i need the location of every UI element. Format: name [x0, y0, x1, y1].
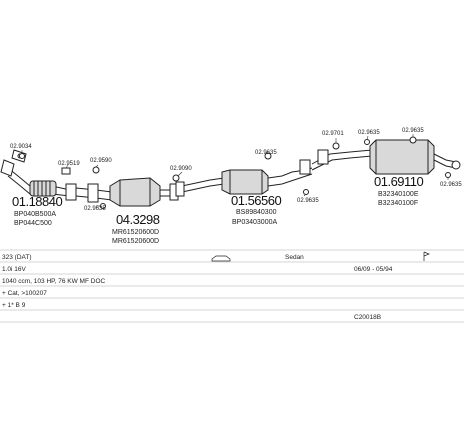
note-cell: + 1* B 9 — [2, 302, 26, 309]
table-row: + 1* B 9 — [2, 302, 26, 309]
gasket-icon — [364, 139, 370, 145]
flag-icon — [423, 251, 430, 261]
small-part-label: 02.9635 — [255, 150, 277, 156]
middle-silencer-part — [175, 159, 313, 197]
part-code: MR61520600D — [112, 238, 159, 245]
small-part-label: 02.9635 — [440, 182, 462, 188]
exhaust-assembly: 02.9034 02.9519 02.9590 02.9635 02.9090 … — [0, 128, 462, 245]
small-part-label: 02.9034 — [10, 144, 32, 150]
part-code: BP03403000A — [232, 219, 277, 226]
engine-cell: 1.0i 16V — [2, 266, 27, 273]
catalytic-converter-part — [75, 177, 179, 207]
small-part-label: 02.9635 — [358, 130, 380, 136]
gasket-icon — [19, 153, 25, 159]
table-row: 1.0i 16V 06/09 - 05/94 — [2, 266, 393, 273]
note-cell: + Cat, >100207 — [2, 290, 47, 297]
part-number: 01.56560 — [231, 193, 281, 208]
small-part-labels: 02.9034 02.9519 02.9590 02.9635 02.9090 … — [10, 128, 462, 212]
small-part-label: 02.9635 — [84, 206, 106, 212]
vehicle-info-table: 323 (DAT) Sedan 1.0i 16V 06/09 - 05/94 1… — [0, 249, 464, 323]
rubber-mount-icon — [332, 142, 340, 150]
small-part-label: 02.9519 — [58, 161, 80, 167]
car-body-icon — [211, 255, 231, 262]
small-part-label: 02.9635 — [402, 128, 424, 134]
part-code: BP040B500A — [14, 211, 56, 218]
rubber-mount-icon — [172, 174, 180, 182]
rubber-mount-icon — [409, 136, 417, 144]
table-row: 1040 ccm, 103 HP, 76 KW MF DOC — [2, 278, 105, 285]
leader-lines — [21, 134, 449, 207]
small-part-label: 02.9635 — [297, 198, 319, 204]
clamp-icon — [61, 167, 71, 175]
gasket-icon — [445, 172, 451, 178]
reference-cell: C20018B — [354, 314, 381, 321]
part-number: 01.18840 — [12, 194, 62, 209]
table-row: + Cat, >100207 — [2, 290, 47, 297]
gasket-icon — [264, 152, 272, 160]
rear-silencer-part — [311, 139, 461, 175]
date-range-cell: 06/09 - 05/94 — [354, 266, 393, 273]
rubber-mount-icon — [92, 166, 100, 174]
part-code: B32340100F — [378, 200, 418, 207]
part-code: B32340100E — [378, 191, 419, 198]
table-row: 323 (DAT) Sedan — [2, 251, 430, 262]
part-code: MR61520600D — [112, 229, 159, 236]
model-cell: 323 (DAT) — [2, 254, 32, 261]
part-labels: 01.18840 BP040B500A BP044C500 04.3298 MR… — [12, 174, 424, 245]
small-part-label: 02.9090 — [170, 166, 192, 172]
spec-cell: 1040 ccm, 103 HP, 76 KW MF DOC — [2, 278, 105, 285]
front-pipe-part — [0, 149, 77, 201]
part-number: 04.3298 — [116, 212, 160, 227]
gasket-icon — [303, 189, 309, 195]
small-part-label: 02.9590 — [90, 158, 112, 164]
part-code: BP044C500 — [14, 220, 52, 227]
table-row: C20018B — [354, 314, 381, 321]
small-part-label: 02.9701 — [322, 131, 344, 137]
part-code: BS89840300 — [236, 209, 277, 216]
body-type-cell: Sedan — [285, 254, 304, 261]
part-number: 01.69110 — [374, 174, 424, 189]
